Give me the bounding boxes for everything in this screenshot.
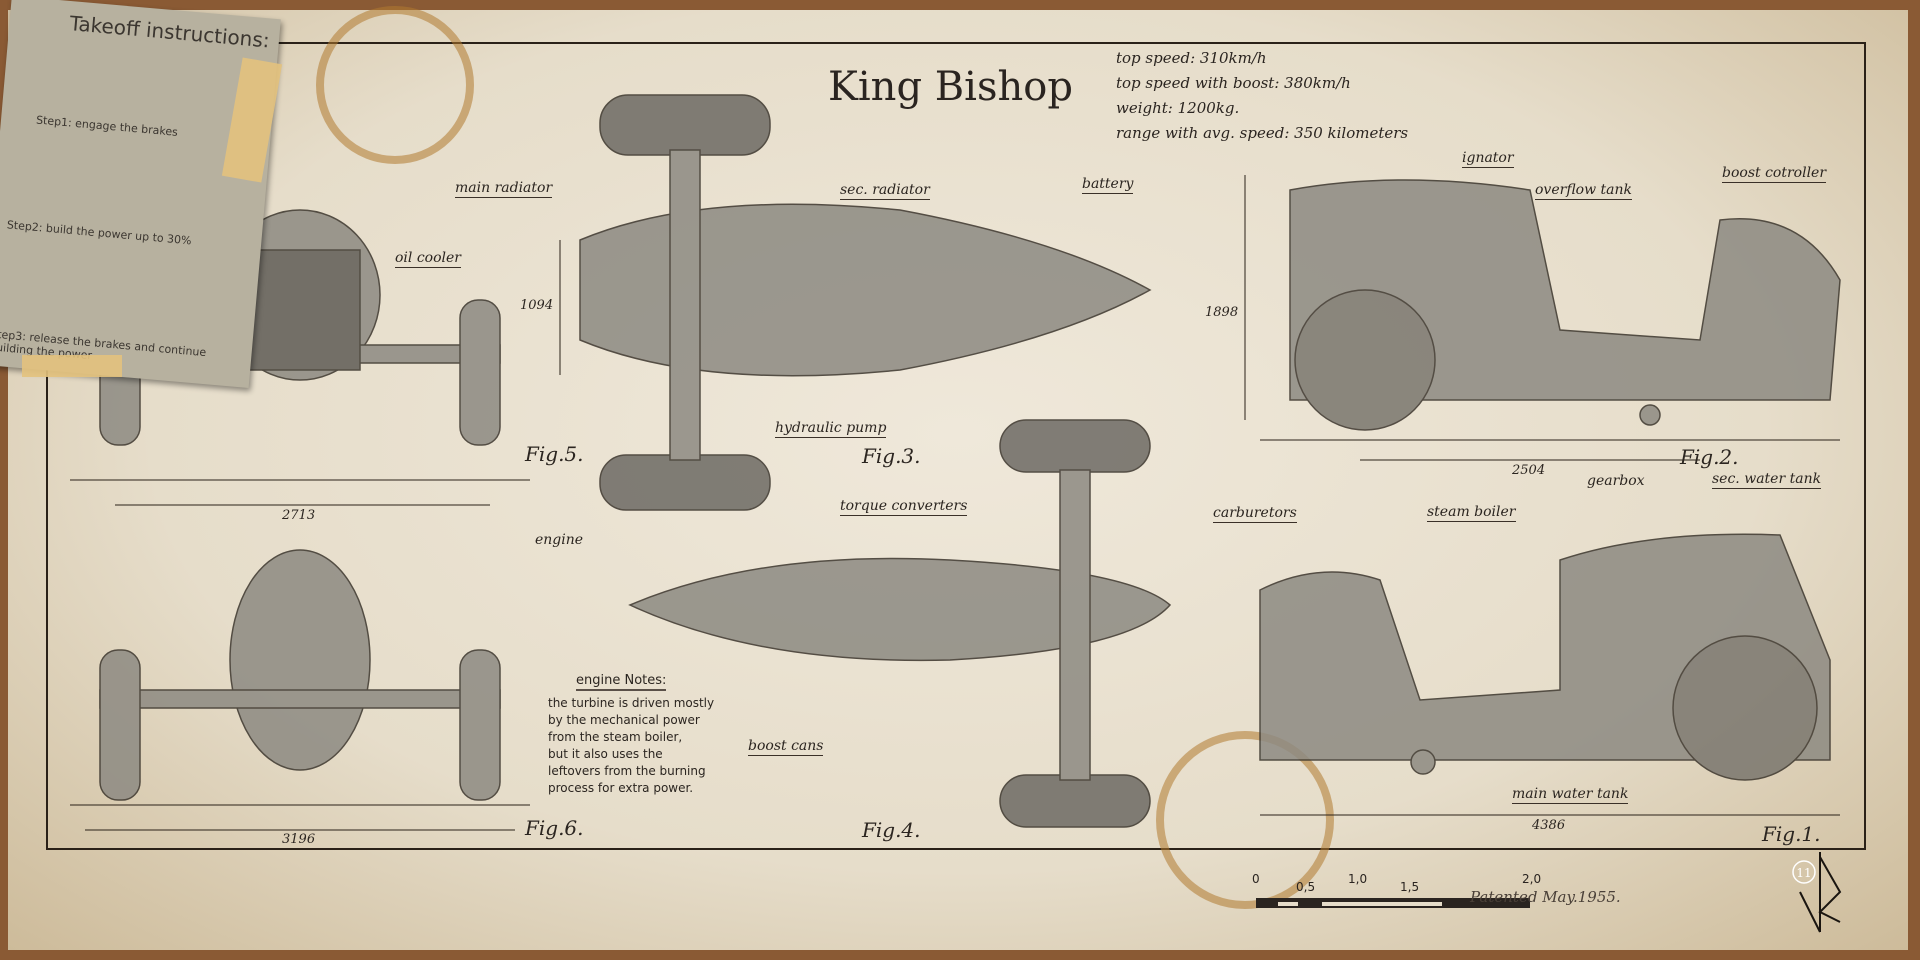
dimension-2713: 2713 — [282, 508, 316, 523]
label-sec-radiator: sec. radiator — [840, 182, 930, 200]
dimension-1094: 1094 — [520, 298, 554, 313]
label-engine: engine — [535, 532, 584, 548]
engine-notes: engine Notes: the turbine is driven most… — [548, 672, 714, 797]
figure-label-5: Fig.5. — [525, 442, 584, 466]
spec-range: range with avg. speed: 350 kilometers — [1116, 124, 1409, 142]
label-carburetors: carburetors — [1213, 505, 1297, 523]
spec-top-speed: top speed: 310km/h — [1116, 49, 1267, 67]
scale-tick: 1,5 — [1400, 880, 1420, 894]
label-main-water-tank: main water tank — [1512, 786, 1629, 804]
spec-list: top speed: 310km/h top speed with boost:… — [1116, 46, 1408, 146]
takeoff-instructions-card: Takeoff instructions: Step1: engage the … — [0, 0, 281, 388]
scale-bar — [1256, 898, 1530, 908]
note-line: leftovers from the burning — [548, 764, 706, 778]
top-view-fig4 — [628, 419, 1172, 828]
label-boost-cans: boost cans — [748, 738, 824, 756]
figure-label-1: Fig.1. — [1762, 822, 1821, 846]
side-view-fig2 — [1289, 179, 1841, 431]
scale-tick: 0,5 — [1296, 880, 1316, 894]
page-title: King Bishop — [828, 64, 1073, 110]
label-ignator: ignator — [1462, 150, 1514, 168]
note-line: process for extra power. — [548, 781, 694, 795]
dimension-4386: 4386 — [1532, 818, 1566, 833]
card-step: Step2: build the power up to 30% — [6, 218, 193, 248]
dimension-1898: 1898 — [1205, 305, 1239, 320]
figure-label-6: Fig.6. — [525, 816, 584, 840]
side-view-fig1 — [1259, 533, 1831, 781]
label-overflow-tank: overflow tank — [1535, 182, 1632, 200]
label-oil-cooler: oil cooler — [395, 250, 461, 268]
spec-weight: weight: 1200kg. — [1116, 99, 1240, 117]
note-line: but it also uses the — [548, 747, 663, 761]
note-line: by the mechanical power — [548, 713, 700, 727]
figure-label-3: Fig.3. — [862, 444, 921, 468]
label-steam-boiler: steam boiler — [1427, 504, 1516, 522]
dimension-2504: 2504 — [1512, 463, 1546, 478]
card-step: Step1: engage the brakes — [35, 113, 179, 139]
label-sec-water-tank: sec. water tank — [1712, 471, 1822, 489]
dimension-3196: 3196 — [282, 832, 316, 847]
top-view-fig3 — [579, 94, 1152, 511]
scale-tick: 2,0 — [1522, 872, 1542, 886]
rear-view-fig6 — [99, 549, 501, 801]
figure-label-4: Fig.4. — [862, 818, 921, 842]
note-line: from the steam boiler, — [548, 730, 683, 744]
label-gearbox: gearbox — [1587, 473, 1645, 489]
label-main-radiator: main radiator — [455, 180, 553, 198]
svg-text:11: 11 — [1796, 866, 1811, 880]
scale-tick: 0 — [1252, 872, 1260, 886]
dimension-lines — [70, 175, 1840, 831]
engine-notes-heading: engine Notes: — [576, 672, 667, 691]
card-heading: Takeoff instructions: — [68, 11, 271, 53]
figure-label-2: Fig.2. — [1680, 445, 1739, 469]
scale-tick: 1,0 — [1348, 872, 1368, 886]
coffee-stain — [316, 6, 1334, 909]
label-torque-converters: torque converters — [840, 498, 968, 516]
tape — [22, 355, 122, 377]
label-hydraulic-pump: hydraulic pump — [775, 420, 887, 438]
patent-text: Patented May.1955. — [1470, 888, 1621, 906]
viewbreaker-logo: 11 — [1792, 852, 1842, 933]
drawing-frame — [46, 42, 1866, 850]
spec-boost-speed: top speed with boost: 380km/h — [1116, 74, 1351, 92]
note-line: the turbine is driven mostly — [548, 696, 715, 710]
label-battery: battery — [1082, 176, 1134, 194]
label-boost-controller: boost cotroller — [1722, 165, 1827, 183]
